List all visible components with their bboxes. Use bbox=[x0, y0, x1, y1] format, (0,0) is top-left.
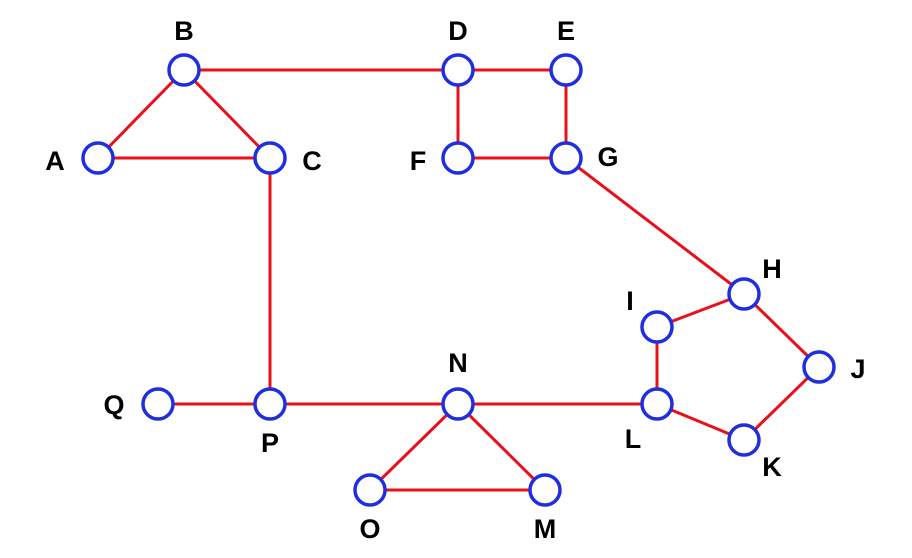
node-H bbox=[727, 277, 761, 311]
node-J bbox=[802, 350, 836, 384]
edge-A-B bbox=[96, 68, 186, 160]
node-P bbox=[253, 387, 287, 421]
node-label-O: O bbox=[359, 514, 380, 544]
node-label-B: B bbox=[174, 16, 194, 46]
node-M bbox=[528, 473, 562, 507]
node-O bbox=[353, 473, 387, 507]
node-label-D: D bbox=[448, 16, 468, 46]
edge-N-M bbox=[456, 402, 547, 492]
node-I bbox=[640, 310, 674, 344]
node-label-C: C bbox=[302, 146, 322, 176]
node-F bbox=[441, 141, 475, 175]
edge-B-C bbox=[182, 68, 272, 160]
node-K bbox=[727, 423, 761, 457]
node-label-H: H bbox=[762, 254, 782, 284]
node-label-N: N bbox=[448, 348, 468, 378]
edge-J-K bbox=[742, 365, 821, 442]
edge-H-J bbox=[742, 292, 821, 369]
edge-G-H bbox=[565, 156, 745, 296]
node-label-M: M bbox=[534, 514, 557, 544]
node-E bbox=[549, 53, 583, 87]
node-label-E: E bbox=[557, 16, 575, 46]
node-label-P: P bbox=[261, 428, 279, 458]
node-label-I: I bbox=[626, 286, 634, 316]
node-label-Q: Q bbox=[103, 390, 124, 420]
node-L bbox=[640, 387, 674, 421]
node-label-G: G bbox=[597, 142, 618, 172]
node-C bbox=[253, 141, 287, 175]
node-D bbox=[441, 53, 475, 87]
node-label-L: L bbox=[625, 424, 642, 454]
edge-N-O bbox=[368, 402, 460, 492]
node-label-J: J bbox=[850, 354, 865, 384]
node-label-A: A bbox=[45, 146, 65, 176]
node-B bbox=[167, 53, 201, 87]
node-Q bbox=[141, 387, 175, 421]
node-A bbox=[81, 141, 115, 175]
node-label-K: K bbox=[762, 452, 782, 482]
node-G bbox=[549, 141, 583, 175]
node-N bbox=[441, 387, 475, 421]
node-label-F: F bbox=[410, 146, 427, 176]
